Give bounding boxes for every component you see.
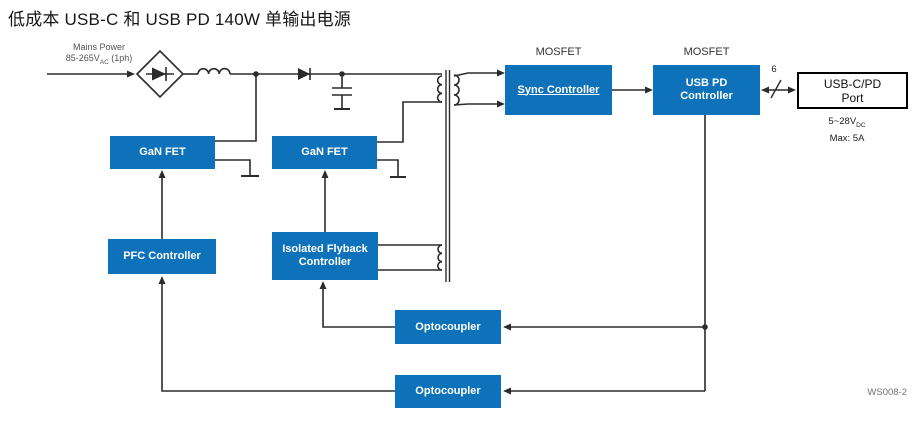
bus-width-label: 6 xyxy=(771,64,777,75)
mains-line1: Mains Power xyxy=(72,42,126,52)
aux-winding-symbol xyxy=(378,244,443,271)
port-current: Max: 5A xyxy=(829,132,865,144)
wire-primary-to-gan2 xyxy=(377,101,442,143)
gan-fet-pfc-block: GaN FET xyxy=(110,136,215,169)
wire-opto1-to-flyback xyxy=(322,287,395,328)
usb-c-pd-port-box: USB-C/PD Port xyxy=(797,72,908,109)
wire-feedback-trunk xyxy=(508,115,706,392)
wire-secondary-to-sync xyxy=(453,72,498,106)
transformer-symbol xyxy=(436,70,460,282)
diagram-title: 低成本 USB-C 和 USB PD 140W 单输出电源 xyxy=(8,10,352,29)
arrowheads xyxy=(127,69,796,395)
usb-pd-controller-block: USB PD Controller xyxy=(653,65,760,115)
junction-dots xyxy=(253,71,708,330)
ground-symbol-gan2 xyxy=(377,159,406,178)
port-label-line1: USB-C/PD xyxy=(823,76,882,91)
optocoupler-bottom-block: Optocoupler xyxy=(395,375,501,408)
diode-symbol xyxy=(298,68,311,80)
wire-opto2-to-pfc xyxy=(161,282,395,392)
sync-controller-block[interactable]: Sync Controller xyxy=(505,65,612,115)
port-voltage: 5~28VDC xyxy=(828,116,866,129)
gan-fet-flyback-block: GaN FET xyxy=(272,136,377,169)
inductor-symbol xyxy=(183,67,231,75)
port-label-line2: Port xyxy=(841,90,864,105)
mains-input-label: Mains Power 85-265VAC (1ph) xyxy=(40,42,158,68)
wire-node-to-gan1 xyxy=(215,74,257,142)
isolated-flyback-controller-block: Isolated Flyback Controller xyxy=(272,232,378,280)
usb-bus-wire xyxy=(768,79,789,99)
optocoupler-top-block: Optocoupler xyxy=(395,310,501,344)
mosfet-tag-usbpd: MOSFET xyxy=(683,46,730,58)
ground-symbol-gan1 xyxy=(215,159,259,177)
mosfet-tag-sync: MOSFET xyxy=(535,46,582,58)
pfc-controller-block: PFC Controller xyxy=(108,239,216,274)
mains-voltage: 85-265VAC (1ph) xyxy=(65,53,133,66)
bridge-rectifier-symbol xyxy=(135,49,185,99)
document-id: WS008-2 xyxy=(867,387,907,398)
capacitor-symbol xyxy=(332,74,352,110)
port-output-specs: 5~28VDC Max: 5A xyxy=(797,115,897,145)
